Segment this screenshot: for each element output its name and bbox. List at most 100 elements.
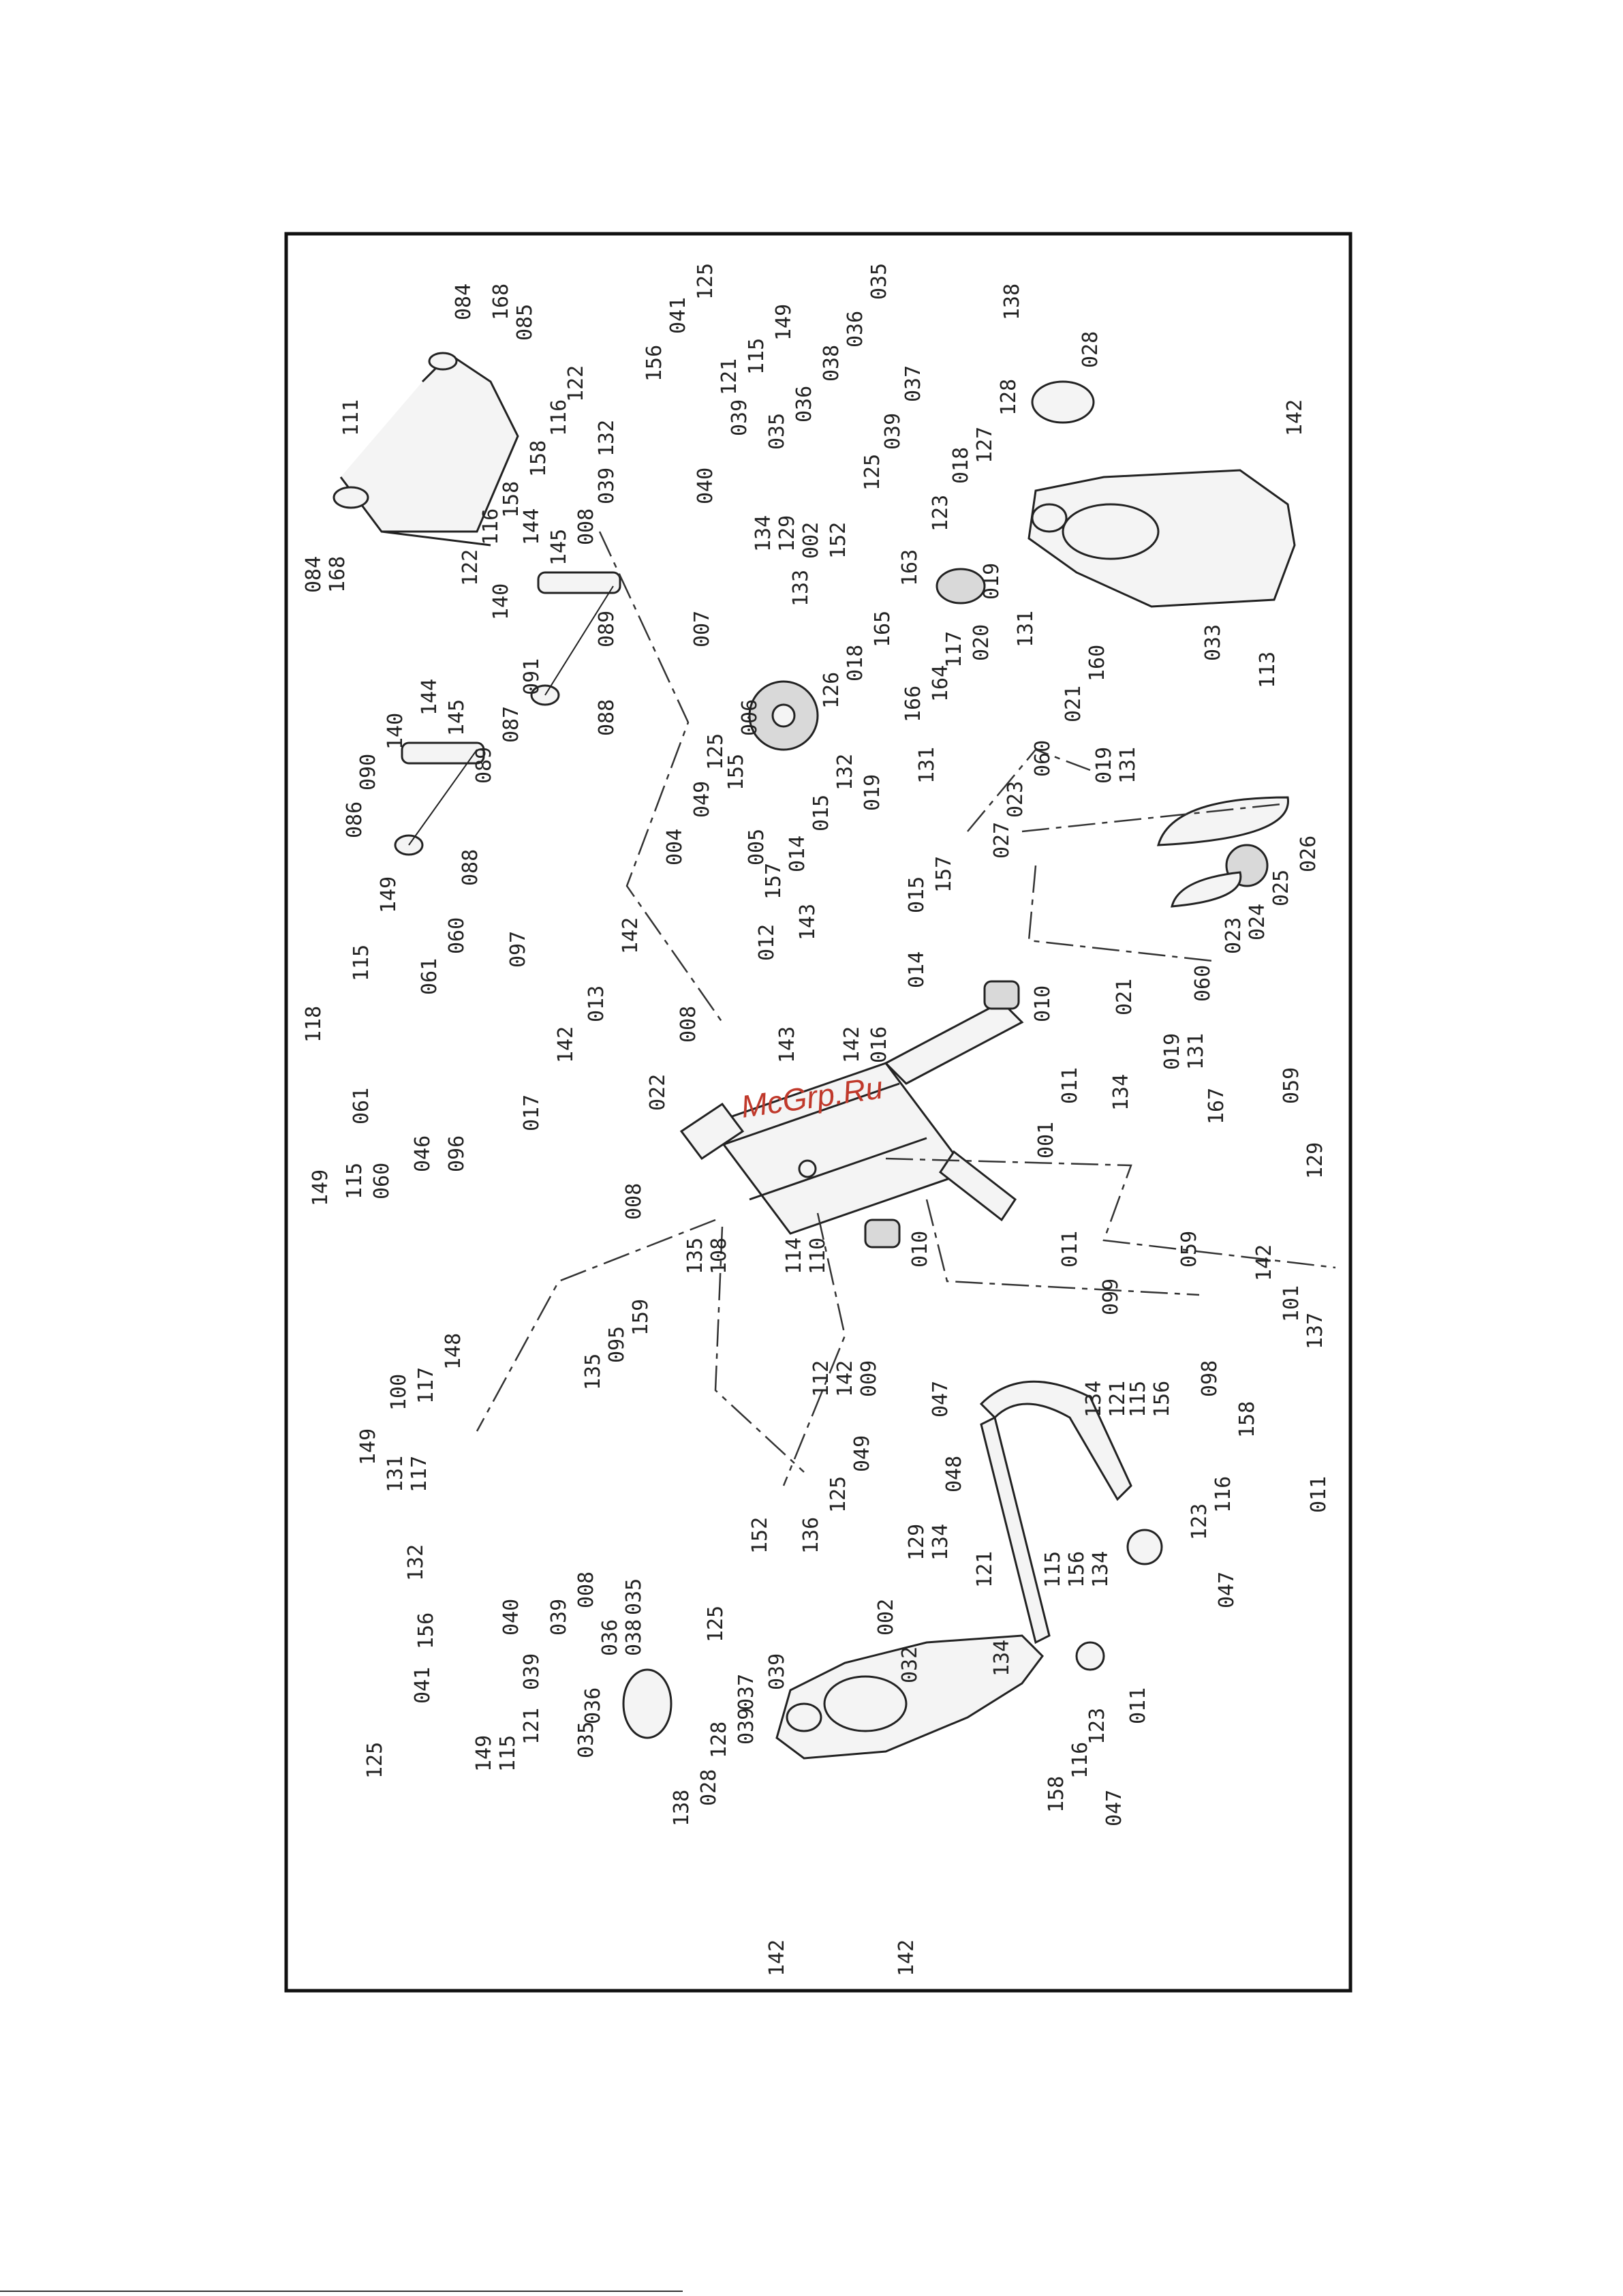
callout-149-b: 149 bbox=[309, 1169, 333, 1206]
callout-089-a: 089 bbox=[595, 611, 619, 647]
callout-013: 013 bbox=[585, 985, 608, 1022]
callout-038-a: 038 bbox=[820, 345, 844, 382]
callout-047-c: 047 bbox=[1102, 1790, 1126, 1826]
callout-035-d: 035 bbox=[574, 1721, 598, 1758]
callout-039-g: 039 bbox=[735, 1708, 758, 1745]
callout-152-a: 152 bbox=[826, 522, 850, 559]
callout-158-c: 158 bbox=[1235, 1401, 1259, 1438]
callout-091: 091 bbox=[520, 658, 544, 695]
callout-125-f: 125 bbox=[704, 1606, 728, 1642]
callout-019-b: 019 bbox=[861, 774, 884, 811]
callout-164: 164 bbox=[929, 665, 953, 702]
callout-049-b: 049 bbox=[850, 1435, 874, 1472]
motor-cover-028-right bbox=[1031, 380, 1095, 424]
callout-137: 137 bbox=[1303, 1313, 1327, 1349]
callout-115-a: 115 bbox=[350, 945, 373, 981]
callout-038-b: 038 bbox=[622, 1619, 646, 1656]
callout-023-a: 023 bbox=[1004, 781, 1027, 818]
callout-001: 001 bbox=[1034, 1122, 1058, 1159]
callout-155: 155 bbox=[724, 754, 748, 791]
callout-027: 027 bbox=[990, 822, 1014, 859]
callout-017: 017 bbox=[520, 1095, 544, 1131]
callout-008-a: 008 bbox=[574, 508, 598, 545]
callout-095: 095 bbox=[605, 1326, 629, 1363]
callout-035-c: 035 bbox=[622, 1578, 646, 1615]
callout-019-d: 019 bbox=[1160, 1033, 1184, 1070]
callout-123-b: 123 bbox=[1188, 1503, 1211, 1540]
callout-156-a: 156 bbox=[643, 345, 666, 382]
callout-125-d: 125 bbox=[826, 1476, 850, 1513]
callout-011-a: 011 bbox=[1058, 1067, 1082, 1104]
callout-158-d: 158 bbox=[1045, 1776, 1068, 1813]
callout-145-a: 145 bbox=[547, 529, 571, 566]
callout-142-f: 142 bbox=[833, 1360, 857, 1397]
callout-140-a: 140 bbox=[489, 583, 513, 620]
callout-089-b: 089 bbox=[472, 747, 496, 784]
callout-040-a: 040 bbox=[694, 468, 717, 504]
callout-041-a: 041 bbox=[666, 297, 690, 334]
callout-037-b: 037 bbox=[735, 1674, 758, 1711]
callout-167: 167 bbox=[1205, 1088, 1228, 1124]
callout-134-d: 134 bbox=[1082, 1381, 1106, 1418]
callout-labels: 084 168 085 122 116 158 111 084 168 158 … bbox=[302, 263, 1331, 1976]
callout-018-b: 018 bbox=[844, 645, 867, 682]
callout-039-c: 039 bbox=[881, 413, 905, 450]
callout-060-a: 060 bbox=[445, 917, 469, 954]
callout-059-b: 059 bbox=[1177, 1231, 1201, 1268]
callout-121-b: 121 bbox=[520, 1708, 544, 1745]
callout-002-a: 002 bbox=[799, 522, 823, 559]
callout-018-a: 018 bbox=[949, 447, 973, 484]
callout-016: 016 bbox=[867, 1026, 891, 1063]
callout-125-c: 125 bbox=[704, 733, 728, 770]
callout-123-a: 123 bbox=[929, 495, 953, 532]
callout-061-a: 061 bbox=[418, 958, 442, 995]
callout-111: 111 bbox=[339, 399, 363, 436]
brake-020 bbox=[936, 568, 986, 604]
callout-134-b: 134 bbox=[1109, 1074, 1133, 1111]
callout-028-b: 028 bbox=[697, 1769, 721, 1806]
callout-088-a: 088 bbox=[595, 699, 619, 736]
callout-116-a: 116 bbox=[547, 399, 571, 436]
callout-131-c: 131 bbox=[1116, 747, 1140, 784]
callout-100: 100 bbox=[387, 1374, 411, 1411]
callout-047-a: 047 bbox=[929, 1381, 953, 1418]
callout-132-c: 132 bbox=[404, 1544, 428, 1581]
callout-002-b: 002 bbox=[874, 1599, 898, 1636]
callout-134-c: 134 bbox=[929, 1524, 953, 1561]
callout-149-a: 149 bbox=[377, 876, 401, 913]
callout-014-a: 014 bbox=[786, 836, 809, 872]
callout-115-c: 115 bbox=[745, 338, 769, 375]
callout-036-c: 036 bbox=[598, 1619, 622, 1656]
callout-108: 108 bbox=[707, 1238, 731, 1274]
console-mast-lower bbox=[394, 741, 485, 856]
callout-156-c: 156 bbox=[1150, 1381, 1174, 1418]
callout-019-c: 019 bbox=[1092, 747, 1116, 784]
callout-128-a: 128 bbox=[997, 379, 1021, 416]
callout-149-e: 149 bbox=[472, 1735, 496, 1772]
callout-142-e: 142 bbox=[1252, 1244, 1276, 1281]
callout-036-a: 036 bbox=[844, 311, 867, 348]
callout-084-a: 084 bbox=[452, 284, 476, 320]
belt-026 bbox=[1156, 796, 1289, 908]
callout-020: 020 bbox=[970, 624, 993, 661]
callout-011-c: 011 bbox=[1307, 1476, 1331, 1513]
callout-040-b: 040 bbox=[499, 1599, 523, 1636]
callout-149-d: 149 bbox=[356, 1428, 380, 1465]
callout-166: 166 bbox=[901, 686, 925, 722]
callout-014-b: 014 bbox=[905, 951, 929, 988]
callout-046: 046 bbox=[411, 1135, 435, 1172]
callout-143-b: 143 bbox=[775, 1026, 799, 1063]
motor-cover-028-left bbox=[622, 1668, 673, 1739]
callout-084-b: 084 bbox=[302, 556, 326, 593]
callout-157-a: 157 bbox=[762, 863, 786, 900]
callout-128-b: 128 bbox=[707, 1721, 731, 1758]
callout-121-a: 121 bbox=[717, 358, 741, 395]
callout-015-b: 015 bbox=[905, 876, 929, 913]
callout-023-b: 023 bbox=[1222, 917, 1246, 954]
callout-152-b: 152 bbox=[748, 1517, 772, 1554]
callout-145-b: 145 bbox=[445, 699, 469, 736]
callout-142-b: 142 bbox=[1283, 399, 1307, 436]
callout-143-a: 143 bbox=[796, 904, 820, 940]
callout-036-d: 036 bbox=[581, 1687, 605, 1724]
callout-134-f: 134 bbox=[990, 1640, 1014, 1677]
